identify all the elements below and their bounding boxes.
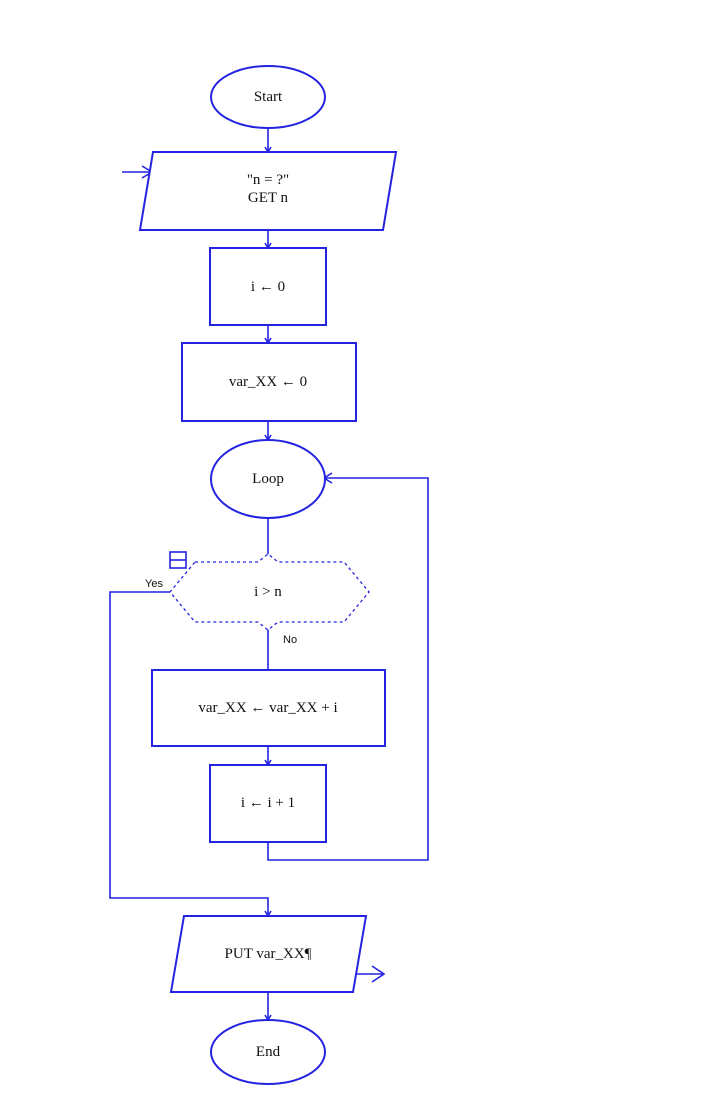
- increment-process-shape: [209, 764, 327, 843]
- no-branch-label: No: [283, 634, 297, 646]
- end-terminal-shape: [210, 1019, 326, 1085]
- init-i-process-shape: [209, 247, 327, 326]
- increment-node[interactable]: i ← i + 1: [209, 764, 327, 843]
- condition-node[interactable]: i > n: [169, 553, 370, 631]
- init-i-label: i ← 0: [251, 279, 285, 295]
- arrowhead-output-exit: [371, 965, 386, 983]
- input-node[interactable]: "n = ?" GET n: [138, 151, 398, 231]
- condition-label: i > n: [254, 584, 282, 600]
- collapse-toggle-icon[interactable]: [169, 551, 187, 569]
- init-i-node[interactable]: i ← 0: [209, 247, 327, 326]
- edge-loop-back: [267, 477, 429, 861]
- output-label: PUT var_XX¶: [225, 946, 312, 962]
- start-terminal-shape: [210, 65, 326, 129]
- yes-branch-label: Yes: [145, 578, 163, 590]
- accumulate-process-shape: [151, 669, 386, 747]
- input-get-label: GET n: [248, 190, 289, 206]
- init-var-node[interactable]: var_XX ← 0: [181, 342, 357, 422]
- increment-label: i ← i + 1: [241, 795, 295, 811]
- start-node[interactable]: Start: [210, 65, 326, 129]
- end-label: End: [256, 1044, 281, 1060]
- condition-hexagon-shape: [169, 553, 370, 631]
- output-parallelogram-shape: [169, 915, 368, 993]
- end-node[interactable]: End: [210, 1019, 326, 1085]
- loop-terminal-shape: [210, 439, 326, 519]
- loop-node[interactable]: Loop: [210, 439, 326, 519]
- accumulate-node[interactable]: var_XX ← var_XX + i: [151, 669, 386, 747]
- init-var-label: var_XX ← 0: [229, 374, 307, 390]
- edge-yes-branch: [109, 591, 269, 916]
- loop-label: Loop: [252, 471, 284, 487]
- input-prompt-label: "n = ?": [247, 172, 289, 188]
- input-parallelogram-shape: [138, 151, 398, 231]
- start-label: Start: [254, 89, 283, 105]
- output-node[interactable]: PUT var_XX¶: [169, 915, 368, 993]
- accumulate-label: var_XX ← var_XX + i: [198, 700, 337, 716]
- init-var-process-shape: [181, 342, 357, 422]
